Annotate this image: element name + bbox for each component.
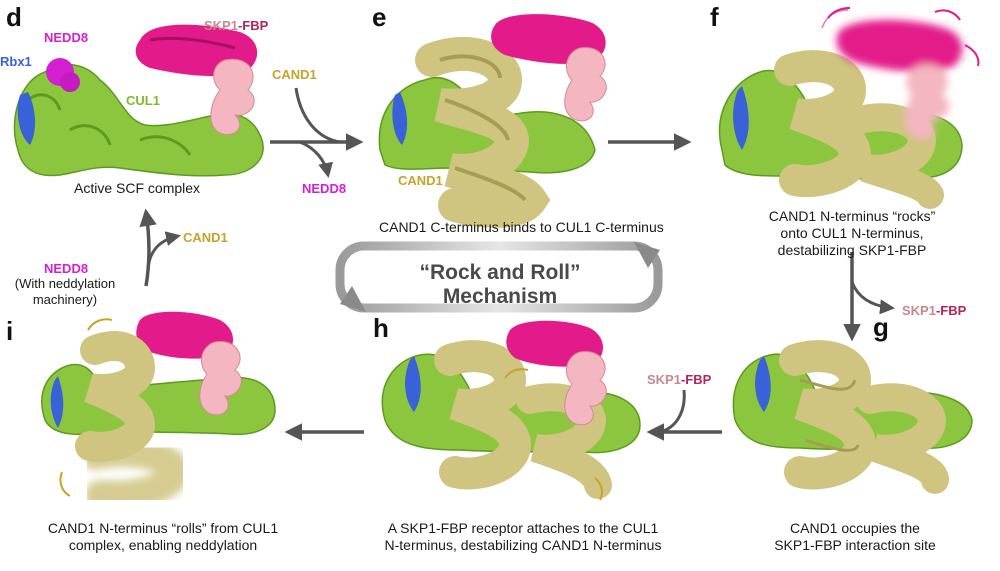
label-fbp-incoming: -FBP: [680, 372, 712, 387]
panel-f-structure: [718, 7, 980, 209]
caption-h-line1: A SKP1-FBP receptor attaches to the CUL1: [387, 520, 659, 536]
caption-f: CAND1 N-terminus “rocks” onto CUL1 N-ter…: [752, 208, 952, 259]
arrow-g-to-h: [646, 389, 722, 441]
rock-and-roll-cycle: [335, 241, 663, 313]
panel-letter-i: i: [6, 316, 14, 346]
panel-d-structure: [13, 24, 264, 177]
panel-e-structure: [378, 14, 607, 228]
caption-i-line1: CAND1 N-terminus “rolls” from CUL1: [47, 520, 279, 536]
label-skp1-fbp-d: SKP1-FBP: [204, 18, 268, 33]
caption-h-line2: N-terminus, destabilizing CAND1 N-termin…: [384, 537, 662, 553]
arrow-i-to-d: [139, 208, 181, 287]
caption-i-line2: complex, enabling neddylation: [68, 537, 258, 553]
caption-d: Active SCF complex: [74, 180, 201, 196]
label-skp1: SKP1: [204, 18, 238, 33]
label-nedd8-released: NEDD8: [302, 181, 347, 196]
panel-letter-g: g: [873, 312, 889, 342]
label-cul1: CUL1: [126, 93, 160, 108]
label-skp1-released: SKP1: [902, 303, 936, 318]
label-skp1-fbp-released: SKP1-FBP: [902, 303, 966, 318]
panel-h-structure: [381, 320, 641, 501]
neddylation-note-line2: machinery): [32, 292, 98, 307]
caption-g-line1: CAND1 occupies the: [790, 520, 920, 536]
neddylation-note-line1: (With neddylation: [14, 276, 116, 291]
label-cand1-e: CAND1: [398, 173, 443, 188]
caption-e: CAND1 C-terminus binds to CUL1 C-terminu…: [379, 219, 664, 235]
caption-i: CAND1 N-terminus “rolls” from CUL1 compl…: [38, 520, 288, 554]
caption-g-line2: SKP1-FBP interaction site: [774, 537, 936, 553]
label-cand1-incoming: CAND1: [272, 67, 317, 82]
arrow-d-to-e: [270, 87, 364, 178]
caption-f-line1: CAND1 N-terminus “rocks”: [768, 208, 936, 224]
caption-g: CAND1 occupies the SKP1-FBP interaction …: [755, 520, 955, 554]
caption-h: A SKP1-FBP receptor attaches to the CUL1…: [373, 520, 673, 554]
panel-letter-f: f: [710, 2, 719, 32]
panel-letter-e: e: [372, 2, 387, 32]
panel-i-structure: [41, 311, 276, 511]
label-nedd8-d: NEDD8: [44, 30, 89, 45]
panel-g-structure: [732, 340, 973, 494]
label-cand1-released: CAND1: [183, 230, 228, 245]
panel-letter-h: h: [373, 313, 389, 343]
caption-f-line2: onto CUL1 N-terminus,: [780, 225, 924, 241]
label-skp1-fbp-incoming: SKP1-FBP: [647, 372, 711, 387]
arrow-f-to-g: [843, 252, 895, 342]
label-skp1-incoming: SKP1: [647, 372, 681, 387]
mechanism-title: “Rock and Roll” Mechanism: [419, 261, 581, 308]
label-rbx1: Rbx1: [0, 54, 32, 69]
label-nedd8-added: NEDD8: [44, 261, 89, 276]
label-fbp-released: -FBP: [935, 303, 967, 318]
panel-letter-d: d: [6, 2, 22, 32]
neddylation-note: (With neddylation machinery): [10, 276, 120, 308]
label-fbp: -FBP: [237, 18, 269, 33]
caption-f-line3: destabilizing SKP1-FBP: [777, 242, 927, 258]
